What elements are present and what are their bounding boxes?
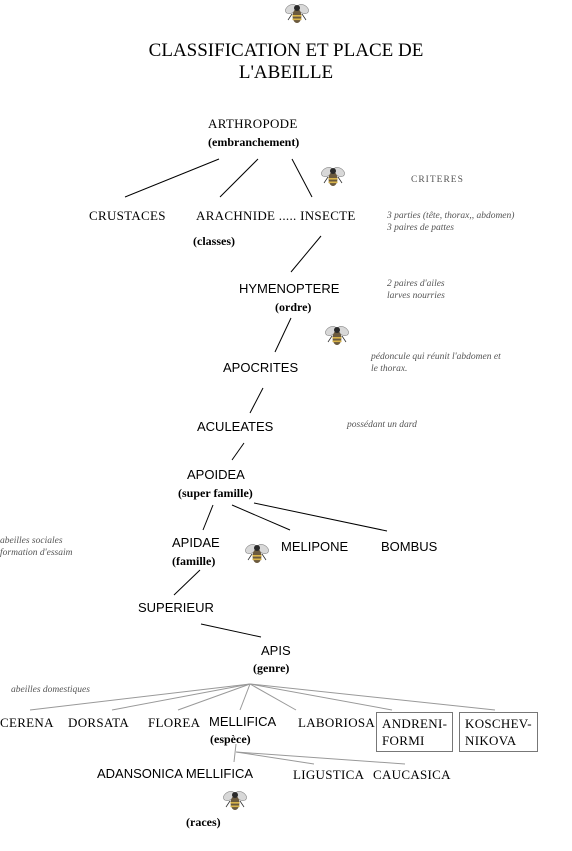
species-dorsata: DORSATA bbox=[68, 715, 130, 730]
node-hymenoptere: HYMENOPTERE bbox=[239, 281, 340, 296]
rank-embranchement: (embranchement) bbox=[208, 135, 300, 149]
node-arthropode: ARTHROPODE bbox=[208, 116, 298, 131]
species-koschevnikova-line1: KOSCHEV- bbox=[465, 716, 532, 731]
species-mellifica: MELLIFICA bbox=[209, 714, 277, 729]
note-apocrites-line2: le thorax. bbox=[371, 364, 408, 374]
node-apocrites: APOCRITES bbox=[223, 360, 299, 375]
node-arachnide-insecte: ARACHNIDE ..... INSECTE bbox=[196, 208, 356, 223]
bee-icon bbox=[284, 2, 310, 24]
node-apoidea: APOIDEA bbox=[187, 467, 245, 482]
page-title-line2: L'ABEILLE bbox=[238, 62, 334, 83]
species-andreniformi-line2: FORMI bbox=[382, 733, 425, 748]
note-hymenoptere-line2: larves nourries bbox=[387, 291, 445, 301]
note-insecte-line2: 3 paires de pattes bbox=[387, 223, 454, 233]
node-bombus: BOMBUS bbox=[381, 539, 438, 554]
node-apidae: APIDAE bbox=[172, 535, 220, 550]
note-hymenoptere-line1: 2 paires d'ailes bbox=[387, 279, 445, 289]
bee-icon bbox=[244, 542, 270, 564]
species-koschevnikova-line2: NIKOVA bbox=[465, 733, 517, 748]
rank-races: (races) bbox=[186, 815, 221, 829]
species-cerena: CERENA bbox=[0, 715, 54, 730]
species-koschevnikova-box: KOSCHEV- NIKOVA bbox=[459, 712, 538, 752]
note-criteres: CRITERES bbox=[411, 175, 464, 185]
node-melipone: MELIPONE bbox=[281, 539, 349, 554]
note-apidae-line1: abeilles sociales bbox=[0, 536, 63, 546]
page-title: CLASSIFICATION ET PLACE DE bbox=[148, 40, 424, 61]
note-apocrites-line1: pédoncule qui réunit l'abdomen et bbox=[371, 352, 501, 362]
note-domestiques: abeilles domestiques bbox=[11, 685, 90, 695]
note-aculeates: possédant un dard bbox=[347, 420, 417, 430]
bee-icon bbox=[324, 324, 350, 346]
race-caucasica: CAUCASICA bbox=[373, 767, 451, 782]
bee-icon bbox=[320, 165, 346, 187]
race-ligustica: LIGUSTICA bbox=[293, 767, 365, 782]
race-adansonica-mellifica: ADANSONICA MELLIFICA bbox=[97, 766, 254, 781]
rank-espece: (espèce) bbox=[210, 732, 251, 746]
node-aculeates: ACULEATES bbox=[197, 419, 274, 434]
species-laboriosa: LABORIOSA bbox=[298, 715, 376, 730]
species-florea: FLOREA bbox=[148, 715, 201, 730]
rank-super-famille: (super famille) bbox=[178, 486, 253, 500]
note-apidae-line2: formation d'essaim bbox=[0, 548, 73, 558]
node-crustaces: CRUSTACES bbox=[89, 208, 166, 223]
rank-ordre: (ordre) bbox=[275, 300, 312, 314]
rank-genre: (genre) bbox=[253, 661, 290, 675]
rank-famille: (famille) bbox=[172, 554, 216, 568]
rank-classes: (classes) bbox=[193, 234, 235, 248]
node-superieur: SUPERIEUR bbox=[138, 600, 214, 615]
species-andreniformi-box: ANDRENI- FORMI bbox=[376, 712, 454, 752]
species-andreniformi-line1: ANDRENI- bbox=[382, 716, 448, 731]
node-apis: APIS bbox=[261, 643, 291, 658]
bee-icon bbox=[222, 789, 248, 811]
note-insecte-line1: 3 parties (tête, thorax,, abdomen) bbox=[387, 211, 515, 221]
